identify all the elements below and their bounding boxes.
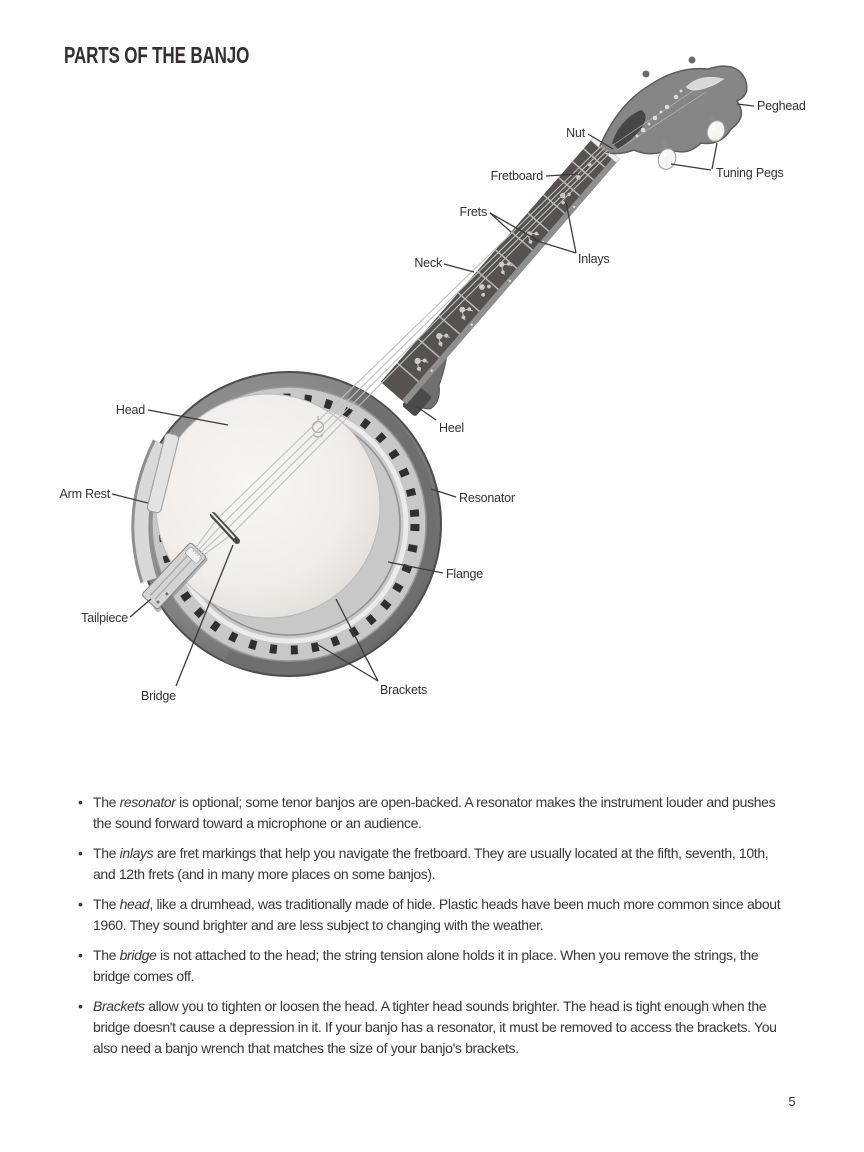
svg-text:Head: Head [116, 403, 145, 417]
rear-peg-knob [642, 70, 650, 78]
svg-text:Arm Rest: Arm Rest [60, 487, 111, 501]
peghead-inlay-panel [612, 110, 646, 149]
svg-text:Tailpiece: Tailpiece [81, 611, 128, 625]
bullet-item-head: The head, like a drumhead, was tradition… [78, 894, 784, 936]
label-resonator: Resonator [430, 488, 515, 505]
svg-text:Frets: Frets [460, 205, 487, 219]
label-bridge: Bridge [141, 544, 234, 703]
svg-text:Fretboard: Fretboard [491, 169, 544, 183]
resonator-side [224, 386, 436, 674]
flange-edge [151, 386, 427, 662]
svg-text:Neck: Neck [414, 256, 443, 270]
label-peghead: Peghead [736, 99, 806, 113]
label-frets: Frets [460, 205, 540, 242]
label-head: Head [116, 403, 229, 426]
tuning-peg [706, 116, 726, 142]
bullet-list: The resonator is optional; some tenor ba… [78, 792, 784, 1068]
heel-base [402, 386, 431, 416]
bullet-item-resonator: The resonator is optional; some tenor ba… [78, 792, 784, 834]
svg-text:Resonator: Resonator [459, 491, 515, 505]
banjo-bridge [209, 510, 240, 544]
label-brackets: Brackets [314, 598, 427, 697]
label-nut: Nut [566, 126, 614, 150]
svg-text:Inlays: Inlays [578, 252, 609, 266]
svg-text:Tuning Pegs: Tuning Pegs [716, 166, 784, 180]
svg-text:Nut: Nut [566, 126, 586, 140]
label-tuning-pegs: Tuning Pegs [670, 142, 784, 180]
label-heel: Heel [415, 405, 464, 435]
label-fretboard: Fretboard [491, 169, 579, 183]
page-title: PARTS OF THE BANJO [64, 42, 250, 68]
banjo-peghead [599, 56, 748, 170]
banjo-head-skin [155, 393, 381, 619]
bullet-item-inlays: The inlays are fret markings that help y… [78, 843, 784, 885]
banjo-strings [192, 145, 611, 559]
label-neck: Neck [414, 256, 475, 273]
bullet-item-brackets: Brackets allow you to tighten or loosen … [78, 996, 784, 1059]
banjo-armrest [131, 432, 180, 584]
banjo-pot [136, 371, 442, 677]
svg-text:Flange: Flange [446, 567, 483, 581]
svg-text:Peghead: Peghead [757, 99, 806, 113]
svg-text:Heel: Heel [439, 421, 464, 435]
label-arm-rest: Arm Rest [60, 487, 149, 504]
label-flange: Flange [387, 561, 483, 581]
peghead-strings [612, 85, 707, 151]
svg-text:Brackets: Brackets [380, 683, 427, 697]
label-tailpiece: Tailpiece [81, 598, 152, 625]
bullet-item-bridge: The bridge is not attached to the head; … [78, 945, 784, 987]
page-number: 5 [788, 1094, 796, 1109]
diagram-labels: Peghead Nut Fretboard Tuning Pegs Frets [60, 99, 807, 703]
svg-text:Bridge: Bridge [141, 689, 176, 703]
rear-peg-knob [688, 56, 696, 64]
peghead-ornaments [635, 77, 725, 138]
label-inlays: Inlays [533, 201, 610, 266]
banjo-diagram: Peghead Nut Fretboard Tuning Pegs Frets [60, 56, 807, 703]
